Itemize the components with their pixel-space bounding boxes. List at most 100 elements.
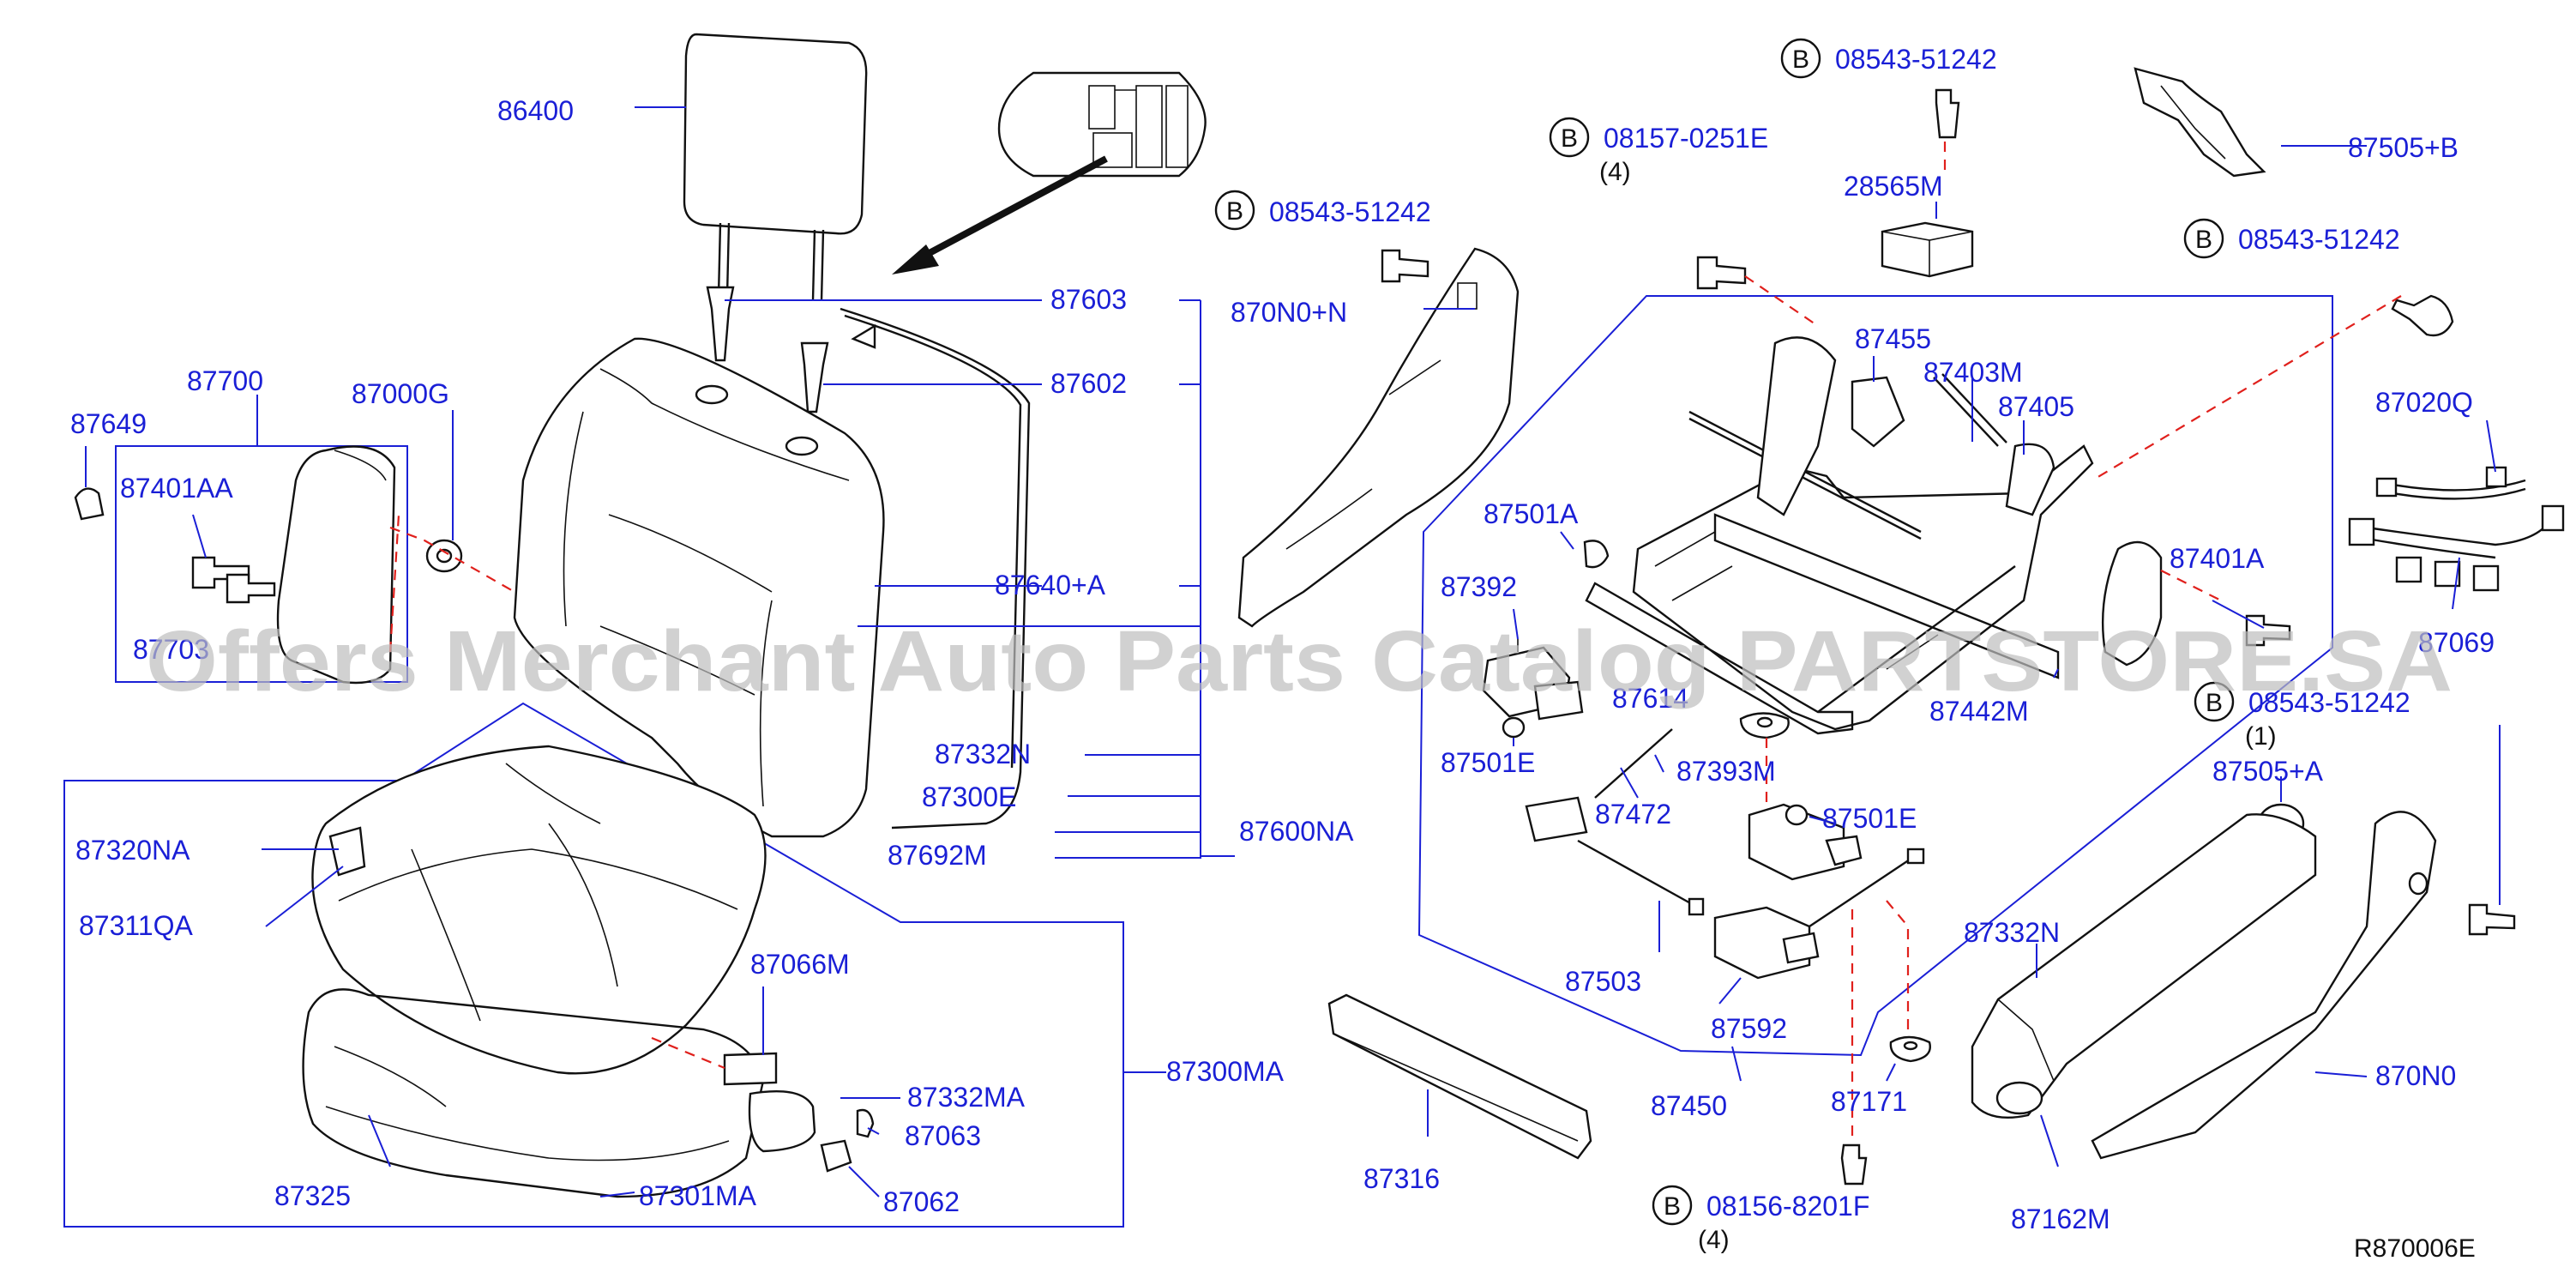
side-cover-87162M[interactable] [1971, 813, 2317, 1119]
label-87503[interactable]: 87503 [1565, 966, 1641, 997]
warning-label-graphic [997, 71, 1207, 178]
label-87300E[interactable]: 87300E [922, 781, 1016, 812]
label-87703[interactable]: 87703 [133, 634, 209, 665]
harness-87020Q[interactable] [2375, 466, 2526, 500]
label-87501A[interactable]: 87501A [1484, 498, 1579, 529]
motor-87592[interactable] [1713, 906, 1820, 980]
label-87692M[interactable]: 87692M [888, 840, 987, 871]
label-87301MA[interactable]: 87301MA [639, 1180, 757, 1211]
label-87501E-b[interactable]: 87501E [1822, 803, 1917, 834]
label-87332MA[interactable]: 87332MA [907, 1082, 1026, 1113]
label-87401A[interactable]: 87401A [2170, 543, 2265, 574]
bolt-callout-b1[interactable]: B 08543-51242 [1214, 190, 1431, 231]
recliner-cover-upper[interactable] [1237, 247, 1520, 628]
bolt-b1-screw[interactable] [1381, 249, 1429, 283]
label-87505-A[interactable]: 87505+A [2212, 756, 2324, 787]
bolt-b3-letter: B [1561, 124, 1578, 153]
motor-87392[interactable] [1482, 639, 1584, 721]
bolt-870N0-screw[interactable] [2468, 903, 2516, 936]
bolt-b6-qty: (4) [1698, 1226, 1730, 1254]
seat-switch[interactable] [723, 1052, 875, 1173]
label-87393M[interactable]: 87393M [1676, 756, 1776, 787]
label-87600NA[interactable]: 87600NA [1239, 816, 1354, 847]
bolt-b3-screw[interactable] [1696, 256, 1747, 290]
label-87316[interactable]: 87316 [1363, 1163, 1440, 1194]
label-87063[interactable]: 87063 [905, 1120, 981, 1151]
label-870N0-N[interactable]: 870N0+N [1231, 297, 1347, 328]
headrest-guides[interactable] [706, 286, 829, 413]
module-28565M[interactable] [1881, 221, 1974, 278]
label-87649[interactable]: 87649 [70, 408, 147, 439]
armrest[interactable] [276, 445, 396, 685]
label-87162M[interactable]: 87162M [2011, 1204, 2110, 1234]
label-87332N-b[interactable]: 87332N [1964, 917, 2060, 948]
bolt-b1-letter: B [1226, 197, 1243, 226]
bolt-b6-code: 08156-8201F [1706, 1191, 1869, 1222]
seat-back-cushion[interactable] [513, 337, 885, 838]
label-87171[interactable]: 87171 [1831, 1086, 1907, 1117]
label-87062[interactable]: 87062 [883, 1186, 960, 1217]
label-87300MA[interactable]: 87300MA [1166, 1056, 1285, 1087]
cable-87472[interactable] [1525, 728, 1673, 842]
label-87592[interactable]: 87592 [1711, 1013, 1787, 1044]
washer-87614[interactable] [1739, 712, 1790, 739]
clip-87501E-b[interactable] [1785, 804, 1809, 826]
washer-87171[interactable] [1889, 1035, 1931, 1063]
bolt-b2-letter: B [1792, 45, 1809, 74]
seat-track-assembly[interactable] [1585, 336, 2094, 735]
bolt-callout-b3[interactable]: B 08157-0251E (4) [1549, 117, 1768, 186]
bolt-b2-screw[interactable] [1935, 88, 1960, 139]
bolt-87501A[interactable] [1583, 540, 1610, 569]
label-87603[interactable]: 87603 [1050, 284, 1127, 315]
label-87311QA[interactable]: 87311QA [79, 910, 194, 941]
label-87505-B[interactable]: 87505+B [2348, 132, 2459, 163]
cushion-frame [63, 702, 1124, 1228]
seat-back-frame[interactable] [840, 307, 1031, 830]
bracket-87505B[interactable] [2134, 67, 2266, 178]
label-87614[interactable]: 87614 [1612, 683, 1688, 714]
seat-cushion[interactable] [311, 745, 767, 1075]
recliner-cover-87442M[interactable] [2101, 540, 2163, 667]
label-87066M[interactable]: 87066M [750, 949, 850, 980]
label-87392[interactable]: 87392 [1441, 571, 1517, 602]
label-87602[interactable]: 87602 [1050, 368, 1127, 399]
label-87069[interactable]: 87069 [2418, 627, 2495, 658]
label-86400[interactable]: 86400 [497, 95, 574, 126]
cable-87503[interactable] [1577, 839, 1705, 916]
label-87325[interactable]: 87325 [274, 1180, 351, 1211]
armrest-bolts[interactable] [191, 556, 276, 604]
label-87472[interactable]: 87472 [1595, 799, 1671, 830]
label-87450[interactable]: 87450 [1651, 1090, 1727, 1121]
seat-small-bracket[interactable] [328, 826, 366, 877]
label-870N0[interactable]: 870N0 [2375, 1060, 2456, 1091]
label-87640-A[interactable]: 87640+A [995, 570, 1106, 600]
motor-87393M[interactable] [1748, 803, 1863, 881]
label-87700[interactable]: 87700 [187, 365, 263, 396]
bolt-b6-screw[interactable] [1840, 1143, 1868, 1186]
label-87403M[interactable]: 87403M [1923, 357, 2023, 388]
clip-87501E-a[interactable] [1502, 716, 1526, 739]
label-87332N-a[interactable]: 87332N [935, 739, 1031, 769]
seat-cushion-pan[interactable] [302, 988, 765, 1198]
armrest-cap[interactable] [74, 487, 105, 521]
label-87405[interactable]: 87405 [1998, 391, 2074, 422]
label-87401AA[interactable]: 87401AA [120, 473, 233, 504]
finisher-87316[interactable] [1327, 993, 1592, 1160]
label-87442M[interactable]: 87442M [1929, 696, 2029, 727]
label-87320NA[interactable]: 87320NA [75, 835, 190, 866]
label-28565M[interactable]: 28565M [1844, 171, 1943, 202]
headrest[interactable] [683, 33, 868, 301]
bolt-b5-screw[interactable] [2245, 614, 2291, 647]
bolt-callout-b6[interactable]: B 08156-8201F (4) [1652, 1185, 1869, 1254]
bolt-callout-b5[interactable]: B 08543-51242 (1) [2194, 681, 2410, 751]
label-87455[interactable]: 87455 [1855, 323, 1931, 354]
label-87000G[interactable]: 87000G [352, 378, 449, 409]
bolt-b5-letter: B [2206, 689, 2223, 717]
label-87501E-a[interactable]: 87501E [1441, 747, 1535, 778]
cable-87450[interactable] [1809, 848, 1925, 927]
bolt-b4-screw[interactable] [2391, 294, 2454, 337]
bolt-callout-b4[interactable]: B 08543-51242 [2183, 218, 2400, 259]
side-cover-870N0[interactable] [2091, 811, 2437, 1160]
bolt-callout-b2[interactable]: B 08543-51242 [1780, 38, 1997, 79]
label-87020Q[interactable]: 87020Q [2375, 387, 2473, 418]
